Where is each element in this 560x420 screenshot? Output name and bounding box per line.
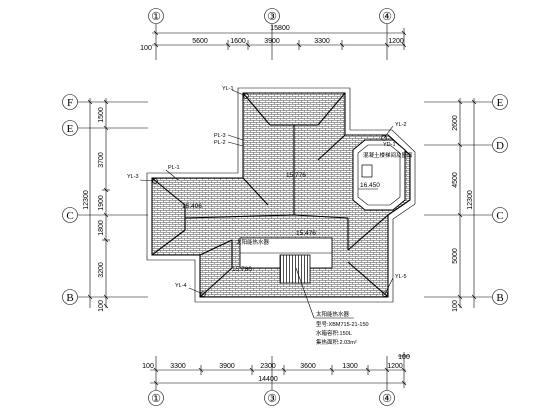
svg-text:YL-4: YL-4 [175, 283, 187, 289]
axis-top-4: ④ [379, 8, 395, 24]
bottom-small-dim: 100 [398, 354, 410, 361]
top-edge-dim: 100 [140, 45, 152, 52]
left-dim-5: 3200 [98, 262, 105, 278]
label-pl3: PL-3 [214, 133, 244, 141]
label-yl1: YL-1 [222, 86, 247, 97]
label-yl5: YL-5 [384, 274, 407, 295]
svg-text:E: E [497, 97, 504, 109]
svg-text:D: D [496, 140, 504, 152]
right-dim-1: 2600 [452, 115, 459, 131]
tower-box [361, 164, 373, 178]
solar-heater-hatch [279, 254, 311, 284]
axis-right-c: C [492, 207, 508, 223]
top-dim-3: 3900 [264, 38, 280, 45]
top-dim-4: 3300 [314, 38, 330, 45]
left-total-dim: 12300 [83, 190, 90, 210]
label-yl3: YL-3 [127, 174, 156, 182]
svg-text:YL-1: YL-1 [222, 86, 234, 92]
left-edge-dim: 100 [98, 300, 105, 312]
svg-text:YL-3: YL-3 [127, 174, 139, 180]
elevation-roof-left: 15.406 [182, 203, 202, 210]
bottom-dim-6: 1200 [387, 363, 403, 370]
bottom-dim-3: 2300 [260, 363, 276, 370]
elevation-roof-mid: 15.476 [296, 230, 316, 237]
axis-bottom-1: ① [148, 390, 164, 406]
roof-outline [146, 87, 416, 303]
axis-left-f: F [62, 94, 78, 110]
label-yd1: YD-1 [383, 142, 396, 148]
top-dim-1: 5600 [192, 38, 208, 45]
bottom-dimension-chain: 100 3300 3900 2300 3600 1300 1200 14400 … [142, 352, 410, 390]
axis-top-1: ① [148, 8, 164, 24]
svg-text:③: ③ [267, 393, 277, 405]
bottom-dim-2: 3900 [219, 363, 235, 370]
label-yl4: YL-4 [175, 283, 204, 295]
svg-text:④: ④ [382, 11, 392, 23]
svg-text:C: C [66, 210, 73, 222]
stair-note: 太阳能热水器 [236, 238, 270, 246]
right-dim-3: 5000 [452, 248, 459, 264]
bottom-dim-5: 1300 [342, 363, 358, 370]
left-dim-1: 1500 [98, 107, 105, 123]
axis-right-b: B [492, 289, 508, 305]
axis-right-e: E [492, 94, 508, 110]
svg-text:B: B [496, 292, 503, 304]
svg-text:PL-2: PL-2 [214, 140, 226, 146]
label-pl2: PL-2 [214, 140, 244, 147]
tower-note: 混凝土楼梯间及屋面 [363, 151, 413, 159]
svg-text:F: F [67, 97, 73, 109]
heater-capacity: 水箱容积:150L [316, 329, 352, 337]
stair-tower: 混凝土楼梯间及屋面 16.450 [352, 139, 413, 211]
axis-top-3: ③ [264, 8, 280, 24]
svg-text:YL-2: YL-2 [395, 122, 407, 128]
elevation-roof-top: 15.776 [286, 172, 306, 179]
bottom-edge-dim: 100 [142, 363, 154, 370]
axis-left-c: C [62, 207, 78, 223]
right-edge-dim: 100 [452, 300, 459, 312]
heater-area: 集热面积:2.03m² [316, 338, 357, 346]
downpipes [152, 93, 388, 297]
svg-text:C: C [496, 210, 503, 222]
axis-bottom-3: ③ [264, 390, 280, 406]
left-dimension-chain: 12300 1500 3700 1900 1800 3200 100 [78, 98, 148, 312]
axis-left-b: B [62, 289, 78, 305]
svg-text:③: ③ [267, 11, 277, 23]
roof-ridges [151, 92, 389, 298]
svg-text:PL-3: PL-3 [214, 133, 226, 139]
bottom-total-dim: 14400 [258, 376, 278, 383]
heater-spec-note: 太阳能热水器 型号:XBM715-21-150 水箱容积:150L 集热面积:2… [295, 267, 369, 346]
heater-model: 型号:XBM715-21-150 [316, 320, 369, 328]
right-total-dim: 12300 [467, 190, 474, 210]
right-dim-2: 4500 [452, 172, 459, 188]
right-dimension-chain: 2600 4500 5000 12300 100 [424, 98, 492, 312]
top-dim-2: 1600 [230, 38, 246, 45]
left-dim-3: 1900 [98, 195, 105, 211]
elevation-roof-low: 15.786 [232, 266, 252, 273]
svg-text:B: B [66, 292, 73, 304]
svg-text:④: ④ [382, 393, 392, 405]
axis-left-e: E [62, 120, 78, 136]
svg-text:YD-1: YD-1 [383, 142, 396, 148]
label-pl1: PL-1 [165, 165, 180, 181]
bottom-dim-1: 3300 [170, 363, 186, 370]
svg-text:E: E [67, 123, 74, 135]
top-dim-5: 1200 [388, 38, 404, 45]
tower-elevation: 16.450 [360, 182, 380, 189]
svg-text:①: ① [151, 393, 161, 405]
svg-text:YL-5: YL-5 [395, 274, 407, 280]
heater-opening: 太阳能热水器 [236, 237, 333, 284]
bottom-dim-4: 3600 [300, 363, 316, 370]
svg-text:PL-1: PL-1 [168, 165, 180, 171]
top-dimension-chain: 15800 100 5600 1600 3900 3300 1200 [140, 24, 407, 60]
heater-title: 太阳能热水器 [316, 310, 350, 318]
axis-right-d: D [492, 137, 508, 153]
left-dim-2: 3700 [98, 152, 105, 168]
left-dim-4: 1800 [98, 220, 105, 236]
axis-bottom-4: ④ [379, 390, 395, 406]
top-total-dim: 15800 [270, 25, 290, 32]
label-yl2: YL-2 [383, 122, 407, 139]
svg-text:①: ① [151, 11, 161, 23]
